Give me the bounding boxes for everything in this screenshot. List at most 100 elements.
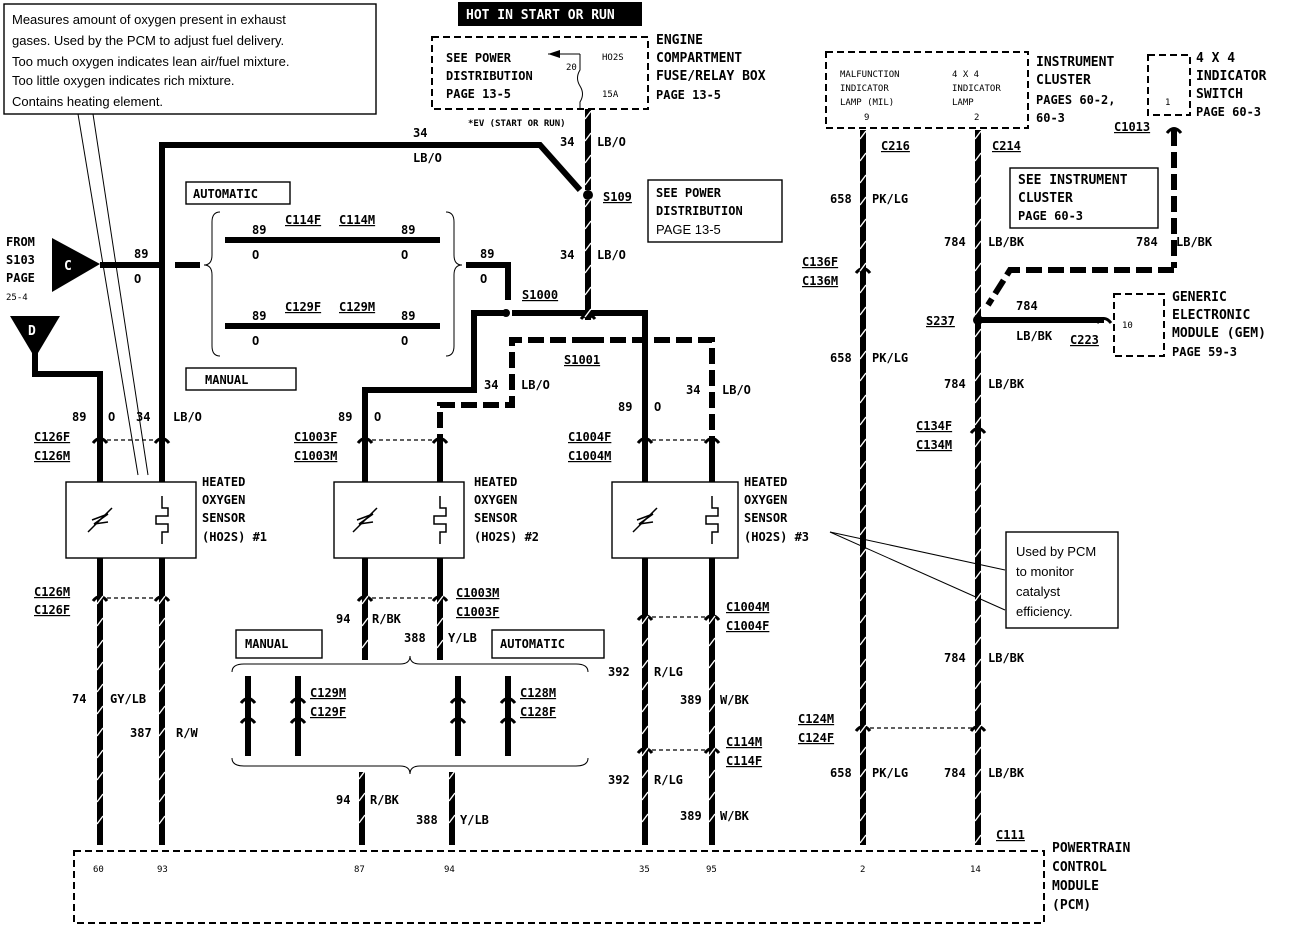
wire-hatch xyxy=(859,218,867,228)
wire-hatch xyxy=(158,683,166,693)
svg-text:SENSOR: SENSOR xyxy=(744,511,788,525)
svg-text:FROM: FROM xyxy=(6,235,35,249)
wire-hatch xyxy=(96,661,104,671)
svg-text:O: O xyxy=(401,248,408,262)
connector-tick xyxy=(1095,317,1113,324)
svg-text:PK/LG: PK/LG xyxy=(872,766,908,780)
wire-hatch xyxy=(859,240,867,250)
svg-text:SENSOR: SENSOR xyxy=(202,511,246,525)
svg-text:MANUAL: MANUAL xyxy=(245,637,288,651)
wire-hatch xyxy=(974,592,982,602)
wire-hatch xyxy=(708,681,716,691)
svg-text:C124M: C124M xyxy=(798,712,834,726)
svg-text:SEE POWER: SEE POWER xyxy=(446,51,512,65)
svg-text:C111: C111 xyxy=(996,828,1025,842)
svg-text:784: 784 xyxy=(944,766,966,780)
svg-text:C214: C214 xyxy=(992,139,1021,153)
svg-text:DISTRIBUTION: DISTRIBUTION xyxy=(656,204,743,218)
wire-hatch xyxy=(859,196,867,206)
svg-text:PAGES 60-2,: PAGES 60-2, xyxy=(1036,93,1115,107)
wire-hatch xyxy=(974,548,982,558)
svg-text:C1003M: C1003M xyxy=(294,449,337,463)
ho2s-note: Measures amount of oxygen present in exh… xyxy=(3,3,377,476)
svg-text:LB/O: LB/O xyxy=(413,151,442,165)
svg-text:89: 89 xyxy=(618,400,632,414)
svg-text:LB/BK: LB/BK xyxy=(988,377,1025,391)
wire-hatch xyxy=(584,308,592,318)
wire-hatch xyxy=(641,681,649,691)
svg-text:95: 95 xyxy=(706,865,717,875)
svg-text:2: 2 xyxy=(974,113,979,123)
svg-text:S237: S237 xyxy=(926,314,955,328)
wire-hatch xyxy=(708,615,716,625)
connector-tick xyxy=(449,697,467,704)
svg-text:14: 14 xyxy=(970,865,981,875)
wire-hatch xyxy=(859,592,867,602)
svg-text:35: 35 xyxy=(639,865,650,875)
svg-text:PAGE: PAGE xyxy=(6,271,35,285)
svg-text:89: 89 xyxy=(252,223,266,237)
svg-text:R/W: R/W xyxy=(176,726,198,740)
svg-text:94: 94 xyxy=(336,793,350,807)
svg-text:PK/LG: PK/LG xyxy=(872,192,908,206)
wire-hatch xyxy=(974,614,982,624)
wire-hatch xyxy=(584,176,592,186)
wire-hatch xyxy=(641,659,649,669)
svg-text:94: 94 xyxy=(444,865,455,875)
svg-text:SWITCH: SWITCH xyxy=(1196,87,1243,102)
wire-hatch xyxy=(584,242,592,252)
splice-s1000: S1000 89 O 89 O xyxy=(338,288,661,440)
wire-hatch xyxy=(859,460,867,470)
svg-text:LB/BK: LB/BK xyxy=(1176,235,1213,249)
svg-text:89: 89 xyxy=(252,309,266,323)
svg-text:Y/LB: Y/LB xyxy=(460,813,489,827)
wire-hatch xyxy=(974,152,982,162)
svg-text:C126F: C126F xyxy=(34,430,70,444)
connector-tick xyxy=(431,437,449,444)
svg-text:ENGINE: ENGINE xyxy=(656,33,703,48)
splice-s1001: S1001 34 LB/O 34 LB/O xyxy=(437,337,751,440)
svg-text:89: 89 xyxy=(401,309,415,323)
svg-text:DISTRIBUTION: DISTRIBUTION xyxy=(446,69,533,83)
connector-tick xyxy=(239,697,257,704)
svg-text:HEATED: HEATED xyxy=(744,475,787,489)
svg-text:LB/O: LB/O xyxy=(521,378,550,392)
svg-text:C126F: C126F xyxy=(34,603,70,617)
wire-hatch xyxy=(641,725,649,735)
svg-text:25-4: 25-4 xyxy=(6,293,28,303)
svg-text:INSTRUMENT: INSTRUMENT xyxy=(1036,55,1114,70)
svg-text:784: 784 xyxy=(944,377,966,391)
svg-text:PAGE 60-3: PAGE 60-3 xyxy=(1196,105,1261,119)
wire-hatch xyxy=(859,350,867,360)
wire-hatch xyxy=(974,636,982,646)
svg-text:Too little oxygen indicates ri: Too little oxygen indicates rich mixture… xyxy=(12,73,235,88)
wire-hatch xyxy=(974,658,982,668)
svg-text:CLUSTER: CLUSTER xyxy=(1018,191,1073,206)
svg-text:15A: 15A xyxy=(602,90,619,100)
wire-hatch xyxy=(584,220,592,230)
svg-text:C: C xyxy=(64,259,72,274)
wire-hatch xyxy=(158,815,166,825)
svg-text:LAMP (MIL): LAMP (MIL) xyxy=(840,98,894,108)
wire-hatch xyxy=(584,198,592,208)
svg-text:O: O xyxy=(252,248,259,262)
svg-text:C1004M: C1004M xyxy=(726,600,769,614)
wire-hatch xyxy=(584,264,592,274)
svg-text:O: O xyxy=(401,334,408,348)
wire-hatch xyxy=(974,394,982,404)
wire-hatch xyxy=(974,130,982,140)
wire-hatch xyxy=(96,793,104,803)
wire-hatch xyxy=(584,286,592,296)
connector-tick xyxy=(289,717,307,724)
wire-hatch xyxy=(358,792,366,802)
wire-hatch xyxy=(859,614,867,624)
wire-hatch xyxy=(974,746,982,756)
heater-element-icon xyxy=(705,496,719,544)
wire-hatch xyxy=(859,372,867,382)
wire-hatch xyxy=(974,416,982,426)
wire-hatch xyxy=(859,328,867,338)
wire-hatch xyxy=(641,791,649,801)
svg-text:PAGE 60-3: PAGE 60-3 xyxy=(1018,209,1083,223)
wire-hatch xyxy=(974,680,982,690)
